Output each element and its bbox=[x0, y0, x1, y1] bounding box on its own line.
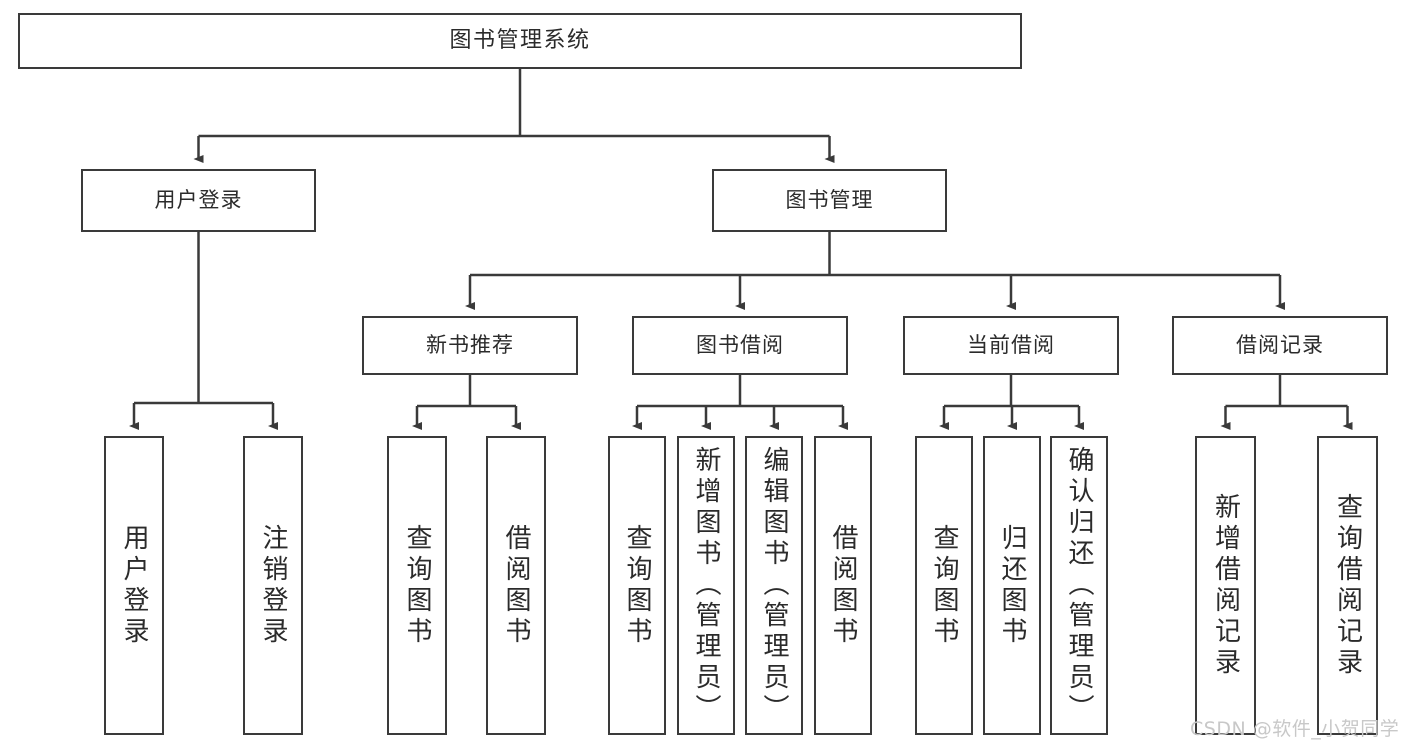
node-root[interactable]: 图书管理系统 bbox=[18, 13, 1022, 69]
node-label: 用户登录 bbox=[154, 188, 243, 213]
node-label: 查询图书 bbox=[929, 523, 959, 648]
node-label: 图书管理系统 bbox=[449, 28, 591, 54]
node-label: 用户登录 bbox=[119, 523, 149, 648]
node-label: 当前借阅 bbox=[967, 333, 1055, 358]
csdn-watermark: CSDN @软件_小贺同学 bbox=[1190, 718, 1400, 740]
node-label: 借阅图书 bbox=[501, 523, 531, 648]
node-newbook[interactable]: 新书推荐 bbox=[362, 316, 578, 375]
node-l8[interactable]: 借阅图书 bbox=[814, 436, 872, 735]
node-bookmgmt[interactable]: 图书管理 bbox=[712, 169, 947, 232]
node-l2[interactable]: 注销登录 bbox=[243, 436, 303, 735]
node-label: 借阅图书 bbox=[828, 523, 858, 648]
node-login[interactable]: 用户登录 bbox=[81, 169, 316, 232]
node-label: 查询图书 bbox=[402, 523, 432, 648]
node-l13[interactable]: 查询借阅记录 bbox=[1317, 436, 1378, 735]
node-l10[interactable]: 归还图书 bbox=[983, 436, 1041, 735]
node-label: 注销登录 bbox=[258, 523, 288, 648]
node-l7[interactable]: 编辑图书（管理员） bbox=[745, 436, 803, 735]
node-label: 新增图书（管理员） bbox=[691, 446, 721, 725]
node-label: 确认归还（管理员） bbox=[1064, 446, 1094, 725]
node-l11[interactable]: 确认归还（管理员） bbox=[1050, 436, 1108, 735]
node-label: 新书推荐 bbox=[426, 333, 514, 358]
node-label: 图书借阅 bbox=[696, 333, 784, 358]
node-label: 归还图书 bbox=[997, 523, 1027, 648]
node-label: 新增借阅记录 bbox=[1210, 492, 1241, 679]
node-l3[interactable]: 查询图书 bbox=[387, 436, 447, 735]
node-l5[interactable]: 查询图书 bbox=[608, 436, 666, 735]
node-label: 编辑图书（管理员） bbox=[759, 446, 789, 725]
node-label: 图书管理 bbox=[785, 188, 874, 213]
node-label: 查询图书 bbox=[622, 523, 652, 648]
node-l6[interactable]: 新增图书（管理员） bbox=[677, 436, 735, 735]
node-l12[interactable]: 新增借阅记录 bbox=[1195, 436, 1256, 735]
node-borrow[interactable]: 图书借阅 bbox=[632, 316, 848, 375]
node-label: 借阅记录 bbox=[1236, 333, 1324, 358]
node-records[interactable]: 借阅记录 bbox=[1172, 316, 1388, 375]
node-l9[interactable]: 查询图书 bbox=[915, 436, 973, 735]
node-current[interactable]: 当前借阅 bbox=[903, 316, 1119, 375]
node-label: 查询借阅记录 bbox=[1332, 492, 1363, 679]
node-l4[interactable]: 借阅图书 bbox=[486, 436, 546, 735]
node-l1[interactable]: 用户登录 bbox=[104, 436, 164, 735]
